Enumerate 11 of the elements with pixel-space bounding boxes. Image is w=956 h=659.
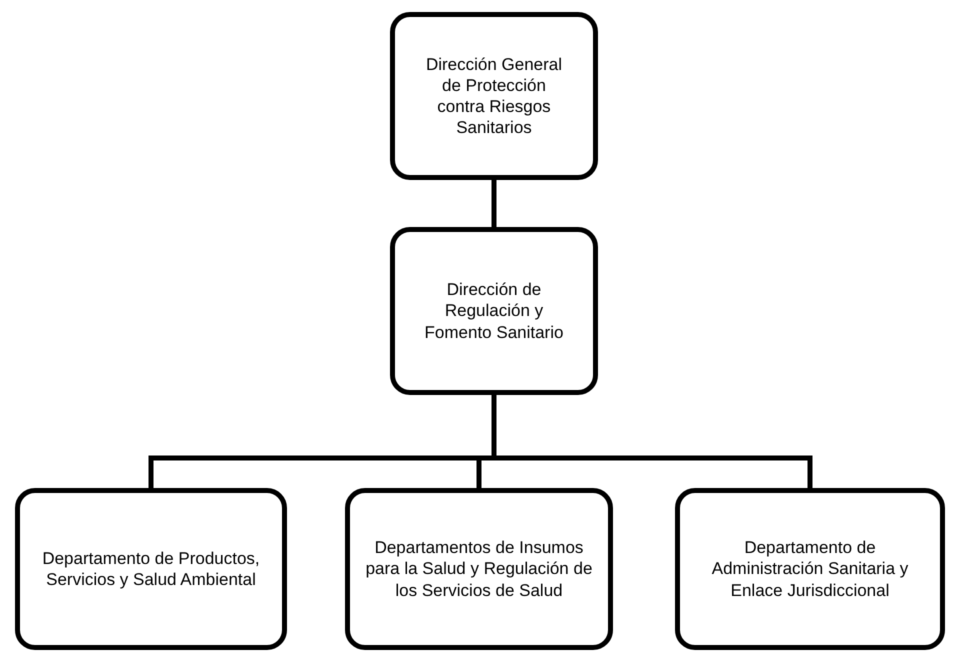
unit-name: Departamento de Administración Sanitaria y Enlace Jurisdiccional (710, 537, 910, 601)
org-unit-box (390, 227, 598, 395)
org-unit-box (390, 12, 598, 180)
unit-name: Departamento de Productos, Servicios y Salud Ambiental (42, 548, 260, 590)
org-unit-box (15, 488, 287, 650)
org-unit-box (675, 488, 945, 650)
unit-name: Dirección General de Protección contra Riesgos Sanitarios (424, 54, 564, 138)
unit-name: Dirección de Regulación y Fomento Sanitario (424, 279, 564, 343)
org-unit-box (345, 488, 613, 650)
unit-name: Departamentos de Insumos para la Salud y Regulación de los Servicios de Salud (364, 537, 594, 601)
connector-line (492, 180, 496, 227)
